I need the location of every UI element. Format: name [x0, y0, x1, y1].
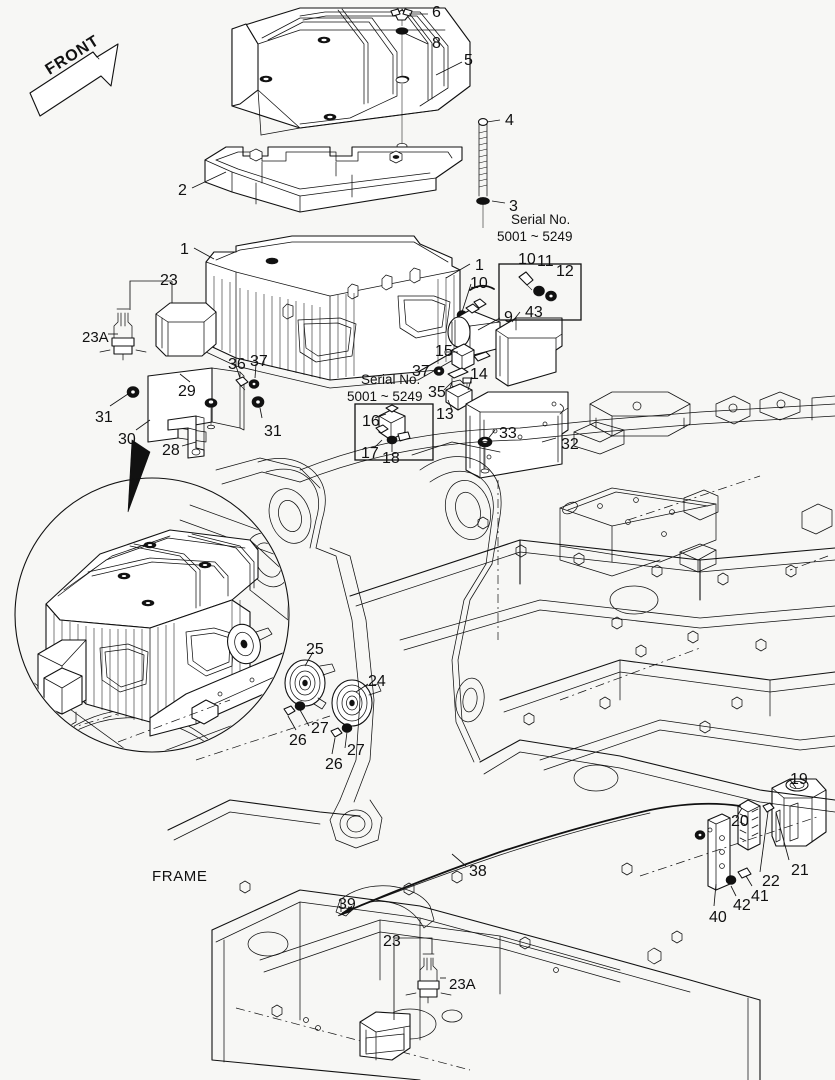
callout-6-battery-cover-hardware: 6: [432, 4, 441, 21]
callout-11-serial-box-1: 11: [537, 253, 554, 270]
bolt-29: [204, 398, 218, 430]
callout-40-bracket-lower: 40: [709, 909, 727, 926]
serial-box-1-contents: [518, 271, 557, 302]
callout-35-clip: 35: [428, 384, 446, 401]
rod-4: [476, 118, 490, 228]
callout-20-tank-band: 20: [731, 813, 749, 830]
callout-37-switch-hardware: 37: [412, 363, 430, 380]
callout-15-switch: 15: [435, 343, 453, 360]
horn-25: [284, 659, 336, 710]
leader-lines: [108, 13, 797, 1020]
callout-10-serial-box-1: 10: [518, 251, 536, 268]
callout-16-serial-box-2: 16: [362, 413, 380, 430]
work-lamp-lower-23: [359, 1011, 411, 1061]
bulb-23A-lower: [405, 953, 452, 1004]
callout-23-work-lamp-lower: 23: [383, 933, 401, 950]
callout-42-bracket-hardware-lower: 42: [733, 897, 751, 914]
callout-18-serial-box-2: 18: [382, 450, 400, 467]
callout-25-horn-high: 25: [306, 641, 324, 658]
lower-bracket-40: [707, 813, 731, 891]
callout-19-washer-tank: 19: [790, 771, 808, 788]
horn-24: [331, 679, 382, 727]
callout-31-bracket-nut: 31: [264, 423, 282, 440]
front-arrow-icon: [29, 43, 119, 117]
stud-14: [462, 377, 472, 396]
callout-38-harness: 38: [469, 863, 487, 880]
callout-12-serial-box-1: 12: [556, 263, 574, 280]
mount-plate-32: [465, 391, 569, 479]
callout-3-battery-rod-nut: 3: [509, 198, 518, 215]
callout-30-lamp-plate: 30: [118, 431, 136, 448]
serial-box-1-frame: [498, 263, 582, 321]
battery-cover-part: [231, 7, 471, 136]
nut-31-left: [126, 386, 140, 398]
callout-27-horn-washer: 27: [311, 720, 329, 737]
machine-frame-structure: [117, 391, 835, 1080]
tank-hardware-22: [762, 802, 775, 813]
callout-10-battery-terminal: 10: [470, 275, 488, 292]
bulb-23A-upper: [99, 308, 147, 361]
serial-note-2-line1: Serial No.: [361, 372, 421, 387]
serial-note-2-line2: 5001 ~ 5249: [347, 389, 423, 404]
bolt-33: [477, 436, 493, 474]
hw-37a: [248, 379, 260, 389]
hw-37b: [433, 366, 445, 376]
nut-31-right: [251, 396, 265, 408]
callout-1-battery: 1: [180, 241, 189, 258]
relay-cover-43: [495, 317, 563, 387]
callout-33-bolt: 33: [499, 425, 517, 442]
callout-22-tank-hardware: 22: [762, 873, 780, 890]
callout-23-work-lamp-upper: 23: [160, 272, 178, 289]
callout-24-horn-low: 24: [368, 673, 386, 690]
hw-36: [235, 376, 249, 391]
callout-36-bracket-hardware: 36: [228, 356, 246, 373]
callout-14-stud: 14: [470, 366, 488, 383]
serial-note-1-line1: Serial No.: [511, 212, 571, 227]
wiring-harness-38-39: [337, 802, 741, 917]
callout-27-horn-washer: 27: [347, 742, 365, 759]
lower-hardware-41-42: [694, 830, 752, 885]
callout-23A-bulb-lower: 23A: [449, 976, 476, 993]
serial-box-2-contents: [375, 404, 411, 445]
frame-label: FRAME: [152, 868, 208, 885]
callout-5-battery-cover: 5: [464, 52, 473, 69]
battery-part: [205, 235, 461, 389]
serial-box-2-frame: [354, 403, 434, 461]
callout-37-bracket-hardware: 37: [250, 353, 268, 370]
callout-2-battery-tray: 2: [178, 182, 187, 199]
battery-tray-part: [204, 146, 463, 213]
switch-15: [451, 343, 491, 371]
callout-32-mount-plate: 32: [561, 436, 579, 453]
lamp-stay-28: [167, 415, 205, 459]
callout-39-harness-end: 39: [338, 896, 356, 913]
callout-31-bracket-nut: 31: [95, 409, 113, 426]
callout-29-lamp-bracket: 29: [178, 383, 196, 400]
callout-8-battery-cover-hardware: 8: [432, 35, 441, 52]
callout-21-tank-stay: 21: [791, 862, 809, 879]
magnifier-pointer: [127, 439, 151, 513]
callout-13-connector: 13: [436, 406, 454, 423]
detail-circle-callout: [14, 477, 290, 753]
callout-9-relay: 9: [504, 309, 513, 326]
callout-17-serial-box-2: 17: [361, 445, 379, 462]
callout-28-lamp-stay: 28: [162, 442, 180, 459]
work-lamp-upper-23: [155, 302, 217, 357]
washer-tank-19: [771, 778, 827, 847]
callout-26-horn-bolt: 26: [289, 732, 307, 749]
callout-43-relay-cover: 43: [525, 304, 543, 321]
horn-fasteners: [283, 701, 353, 738]
callout-26-horn-bolt: 26: [325, 756, 343, 773]
callout-23A-bulb-upper: 23A: [82, 329, 109, 346]
serial-note-1-line2: 5001 ~ 5249: [497, 229, 573, 244]
callout-1-battery: 1: [475, 257, 484, 274]
callout-41-bracket-hardware-lower: 41: [751, 888, 769, 905]
callout-4-battery-rod: 4: [505, 112, 514, 129]
